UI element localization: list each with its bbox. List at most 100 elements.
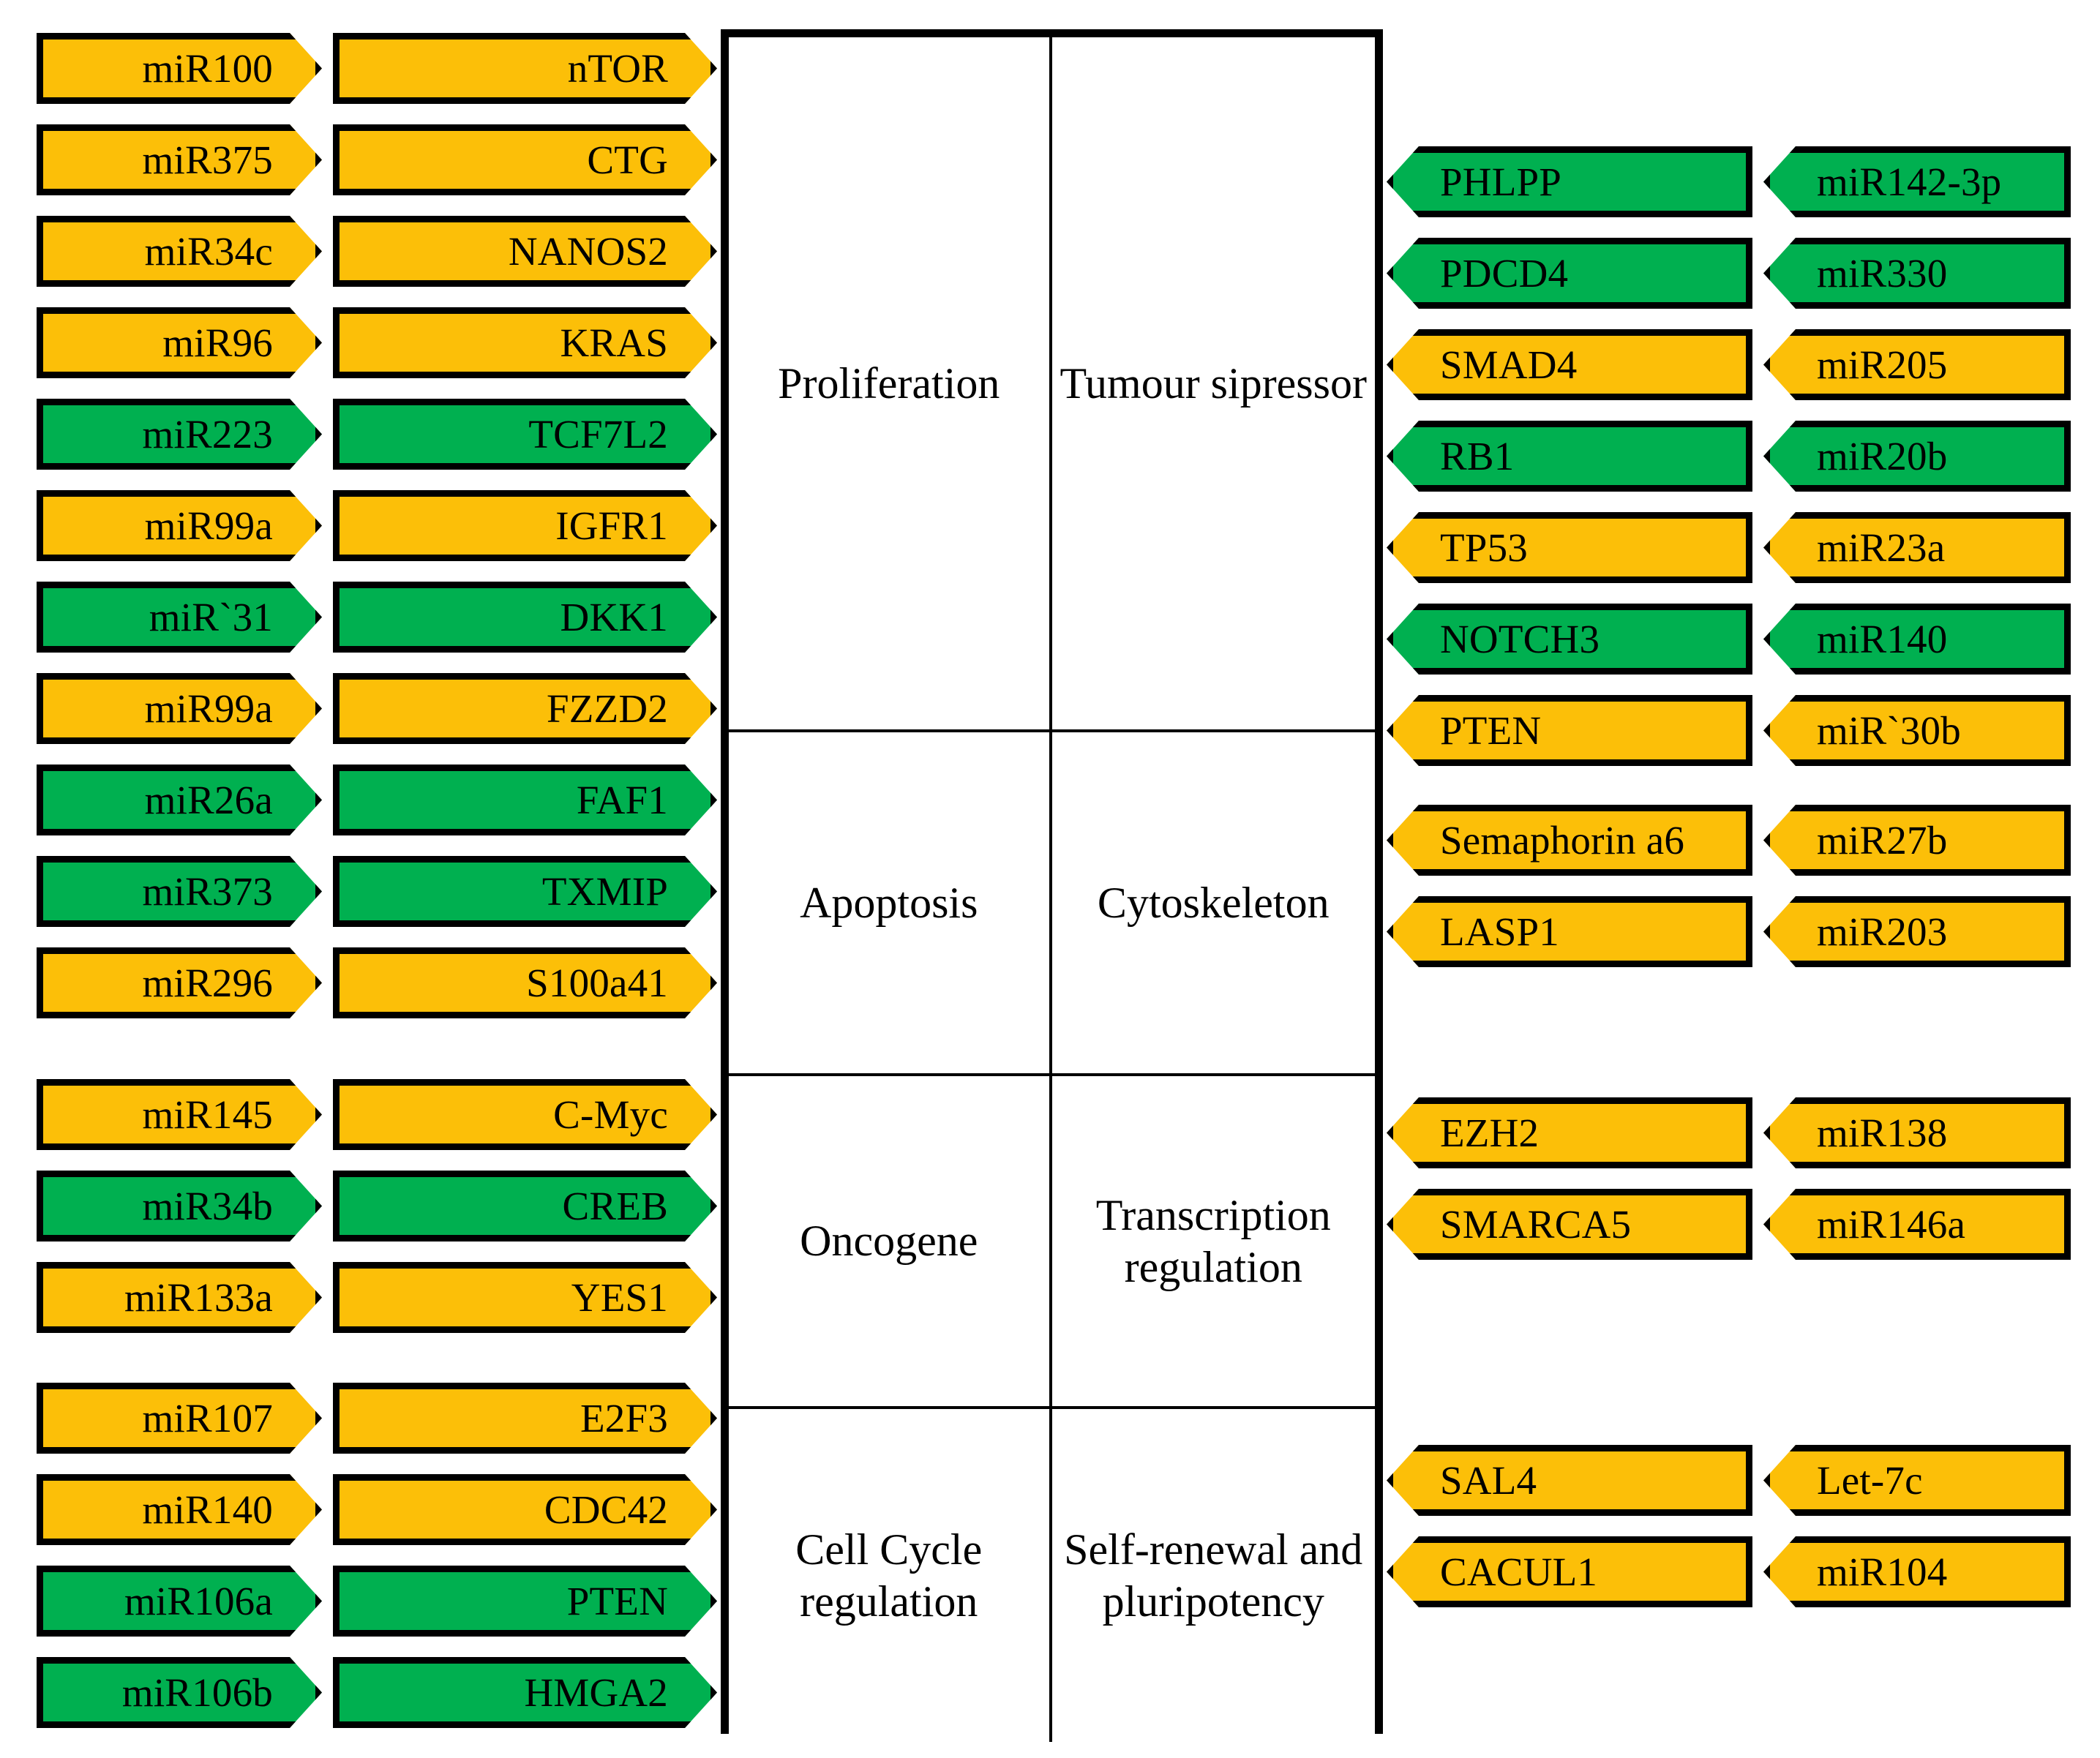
mirna-node-mir34c-0-2[interactable]: miR34c xyxy=(37,216,322,287)
target-node-kras-0-3[interactable]: KRAS xyxy=(333,307,717,378)
target-node-pten-r0-6[interactable]: PTEN xyxy=(1387,695,1752,766)
target-node-igfr1-0-5[interactable]: IGFR1 xyxy=(333,490,717,561)
mirna-node-mir26a-1-0[interactable]: miR26a xyxy=(37,765,322,835)
target-label: CREB xyxy=(562,1184,668,1228)
target-node-tp53-r0-4[interactable]: TP53 xyxy=(1387,512,1752,583)
mirna-node-mir375-0-1[interactable]: miR375 xyxy=(37,124,322,195)
target-label: SAL4 xyxy=(1440,1458,1537,1503)
mirna-node-mir138-r2-0[interactable]: miR138 xyxy=(1763,1097,2071,1168)
mirna-node-mir142-3p-r0-0[interactable]: miR142-3p xyxy=(1763,146,2071,217)
target-node-cdc42-3-1[interactable]: CDC42 xyxy=(333,1474,717,1545)
target-label: LASP1 xyxy=(1440,909,1559,954)
target-label: NANOS2 xyxy=(508,229,668,274)
mirna-label: miR26a xyxy=(144,778,273,822)
target-label: PHLPP xyxy=(1440,159,1562,204)
target-node-fzzd2-0-7[interactable]: FZZD2 xyxy=(333,673,717,744)
mirna-label: miR146a xyxy=(1817,1202,1966,1247)
target-label: YES1 xyxy=(571,1275,668,1320)
target-node-sal4-r3-0[interactable]: SAL4 xyxy=(1387,1445,1752,1516)
target-node-hmga2-3-3[interactable]: HMGA2 xyxy=(333,1657,717,1728)
mirna-node-mir106a-3-2[interactable]: miR106a xyxy=(37,1566,322,1637)
mirna-label: miR205 xyxy=(1817,342,1948,387)
target-label: S100a41 xyxy=(526,961,668,1005)
mirna-node-mir107-3-0[interactable]: miR107 xyxy=(37,1383,322,1454)
target-node-e2f3-3-0[interactable]: E2F3 xyxy=(333,1383,717,1454)
target-label: CTG xyxy=(587,138,668,182)
mirna-node-mir330-r0-1[interactable]: miR330 xyxy=(1763,238,2071,309)
mirna-label: Let-7c xyxy=(1817,1458,1923,1503)
mirna-node-mir96-0-3[interactable]: miR96 xyxy=(37,307,322,378)
mirna-node-mir104-r3-1[interactable]: miR104 xyxy=(1763,1536,2071,1607)
mirna-label: miR330 xyxy=(1817,251,1948,296)
mirna-node-mir203-r1-1[interactable]: miR203 xyxy=(1763,896,2071,967)
category-cell-oncogene: Oncogene xyxy=(729,1076,1052,1409)
target-node-notch3-r0-5[interactable]: NOTCH3 xyxy=(1387,604,1752,675)
mirna-label: miR96 xyxy=(162,320,273,365)
mirna-node-mir146a-r2-1[interactable]: miR146a xyxy=(1763,1189,2071,1260)
target-node-s100a41-1-2[interactable]: S100a41 xyxy=(333,947,717,1018)
target-node-smarca5-r2-1[interactable]: SMARCA5 xyxy=(1387,1189,1752,1260)
mirna-label: miR104 xyxy=(1817,1549,1948,1594)
target-node-nanos2-0-2[interactable]: NANOS2 xyxy=(333,216,717,287)
target-node-semaphorin-a6-r1-0[interactable]: Semaphorin a6 xyxy=(1387,805,1752,876)
target-node-txmip-1-1[interactable]: TXMIP xyxy=(333,856,717,927)
mirna-label: miR106b xyxy=(121,1670,273,1715)
mirna-label: miR145 xyxy=(142,1092,273,1137)
mirna-node-mir106b-3-3[interactable]: miR106b xyxy=(37,1657,322,1728)
mirna-node-mir140-r0-5[interactable]: miR140 xyxy=(1763,604,2071,675)
mirna-node-mir-31-0-6[interactable]: miR`31 xyxy=(37,582,322,653)
mirna-node-mir296-1-2[interactable]: miR296 xyxy=(37,947,322,1018)
target-node-tcf7l2-0-4[interactable]: TCF7L2 xyxy=(333,399,717,470)
target-node-cacul1-r3-1[interactable]: CACUL1 xyxy=(1387,1536,1752,1607)
target-node-pten-3-2[interactable]: PTEN xyxy=(333,1566,717,1637)
target-label: CDC42 xyxy=(544,1487,668,1532)
mirna-node-let-7c-r3-0[interactable]: Let-7c xyxy=(1763,1445,2071,1516)
mirna-node-mir223-0-4[interactable]: miR223 xyxy=(37,399,322,470)
mirna-node-mir205-r0-2[interactable]: miR205 xyxy=(1763,329,2071,400)
target-node-creb-2-1[interactable]: CREB xyxy=(333,1171,717,1242)
mirna-label: miR106a xyxy=(124,1579,273,1623)
mirna-node-mir99a-0-7[interactable]: miR99a xyxy=(37,673,322,744)
mirna-node-mir100-0-0[interactable]: miR100 xyxy=(37,33,322,104)
mirna-node-mir-30b-r0-6[interactable]: miR`30b xyxy=(1763,695,2071,766)
mirna-label: miR296 xyxy=(142,961,273,1005)
mirna-node-mir20b-r0-3[interactable]: miR20b xyxy=(1763,421,2071,492)
target-node-c-myc-2-0[interactable]: C-Myc xyxy=(333,1079,717,1150)
target-node-ntor-0-0[interactable]: nTOR xyxy=(333,33,717,104)
target-node-phlpp-r0-0[interactable]: PHLPP xyxy=(1387,146,1752,217)
mirna-label: miR100 xyxy=(142,46,273,91)
target-node-ctg-0-1[interactable]: CTG xyxy=(333,124,717,195)
target-node-smad4-r0-2[interactable]: SMAD4 xyxy=(1387,329,1752,400)
mirna-label: miR`31 xyxy=(149,595,273,639)
target-node-dkk1-0-6[interactable]: DKK1 xyxy=(333,582,717,653)
category-label: Transcription regulation xyxy=(1095,1190,1331,1291)
category-cell-cell-cycle-regulation: Cell Cycle regulation xyxy=(729,1409,1052,1742)
mirna-node-mir34b-2-1[interactable]: miR34b xyxy=(37,1171,322,1242)
mirna-label: miR34c xyxy=(144,229,273,274)
mirna-node-mir99a-0-5[interactable]: miR99a xyxy=(37,490,322,561)
mirna-label: miR`30b xyxy=(1817,708,1961,753)
target-node-rb1-r0-3[interactable]: RB1 xyxy=(1387,421,1752,492)
target-label: E2F3 xyxy=(580,1396,668,1440)
category-cell-proliferation: Proliferation xyxy=(729,37,1052,732)
mirna-node-mir140-3-1[interactable]: miR140 xyxy=(37,1474,322,1545)
category-label: Self-renewal and pluripotency xyxy=(1064,1525,1363,1626)
target-node-yes1-2-2[interactable]: YES1 xyxy=(333,1262,717,1333)
target-label: C-Myc xyxy=(553,1092,668,1137)
target-label: FAF1 xyxy=(576,778,668,822)
target-node-pdcd4-r0-1[interactable]: PDCD4 xyxy=(1387,238,1752,309)
mirna-node-mir145-2-0[interactable]: miR145 xyxy=(37,1079,322,1150)
mirna-node-mir23a-r0-4[interactable]: miR23a xyxy=(1763,512,2071,583)
mirna-node-mir27b-r1-0[interactable]: miR27b xyxy=(1763,805,2071,876)
mirna-label: miR138 xyxy=(1817,1111,1948,1155)
target-node-lasp1-r1-1[interactable]: LASP1 xyxy=(1387,896,1752,967)
target-label: EZH2 xyxy=(1440,1111,1540,1155)
mirna-node-mir133a-2-2[interactable]: miR133a xyxy=(37,1262,322,1333)
target-label: DKK1 xyxy=(560,595,668,639)
target-node-faf1-1-0[interactable]: FAF1 xyxy=(333,765,717,835)
target-node-ezh2-r2-0[interactable]: EZH2 xyxy=(1387,1097,1752,1168)
target-label: PTEN xyxy=(566,1579,668,1623)
category-cell-apoptosis: Apoptosis xyxy=(729,732,1052,1076)
mirna-node-mir373-1-1[interactable]: miR373 xyxy=(37,856,322,927)
